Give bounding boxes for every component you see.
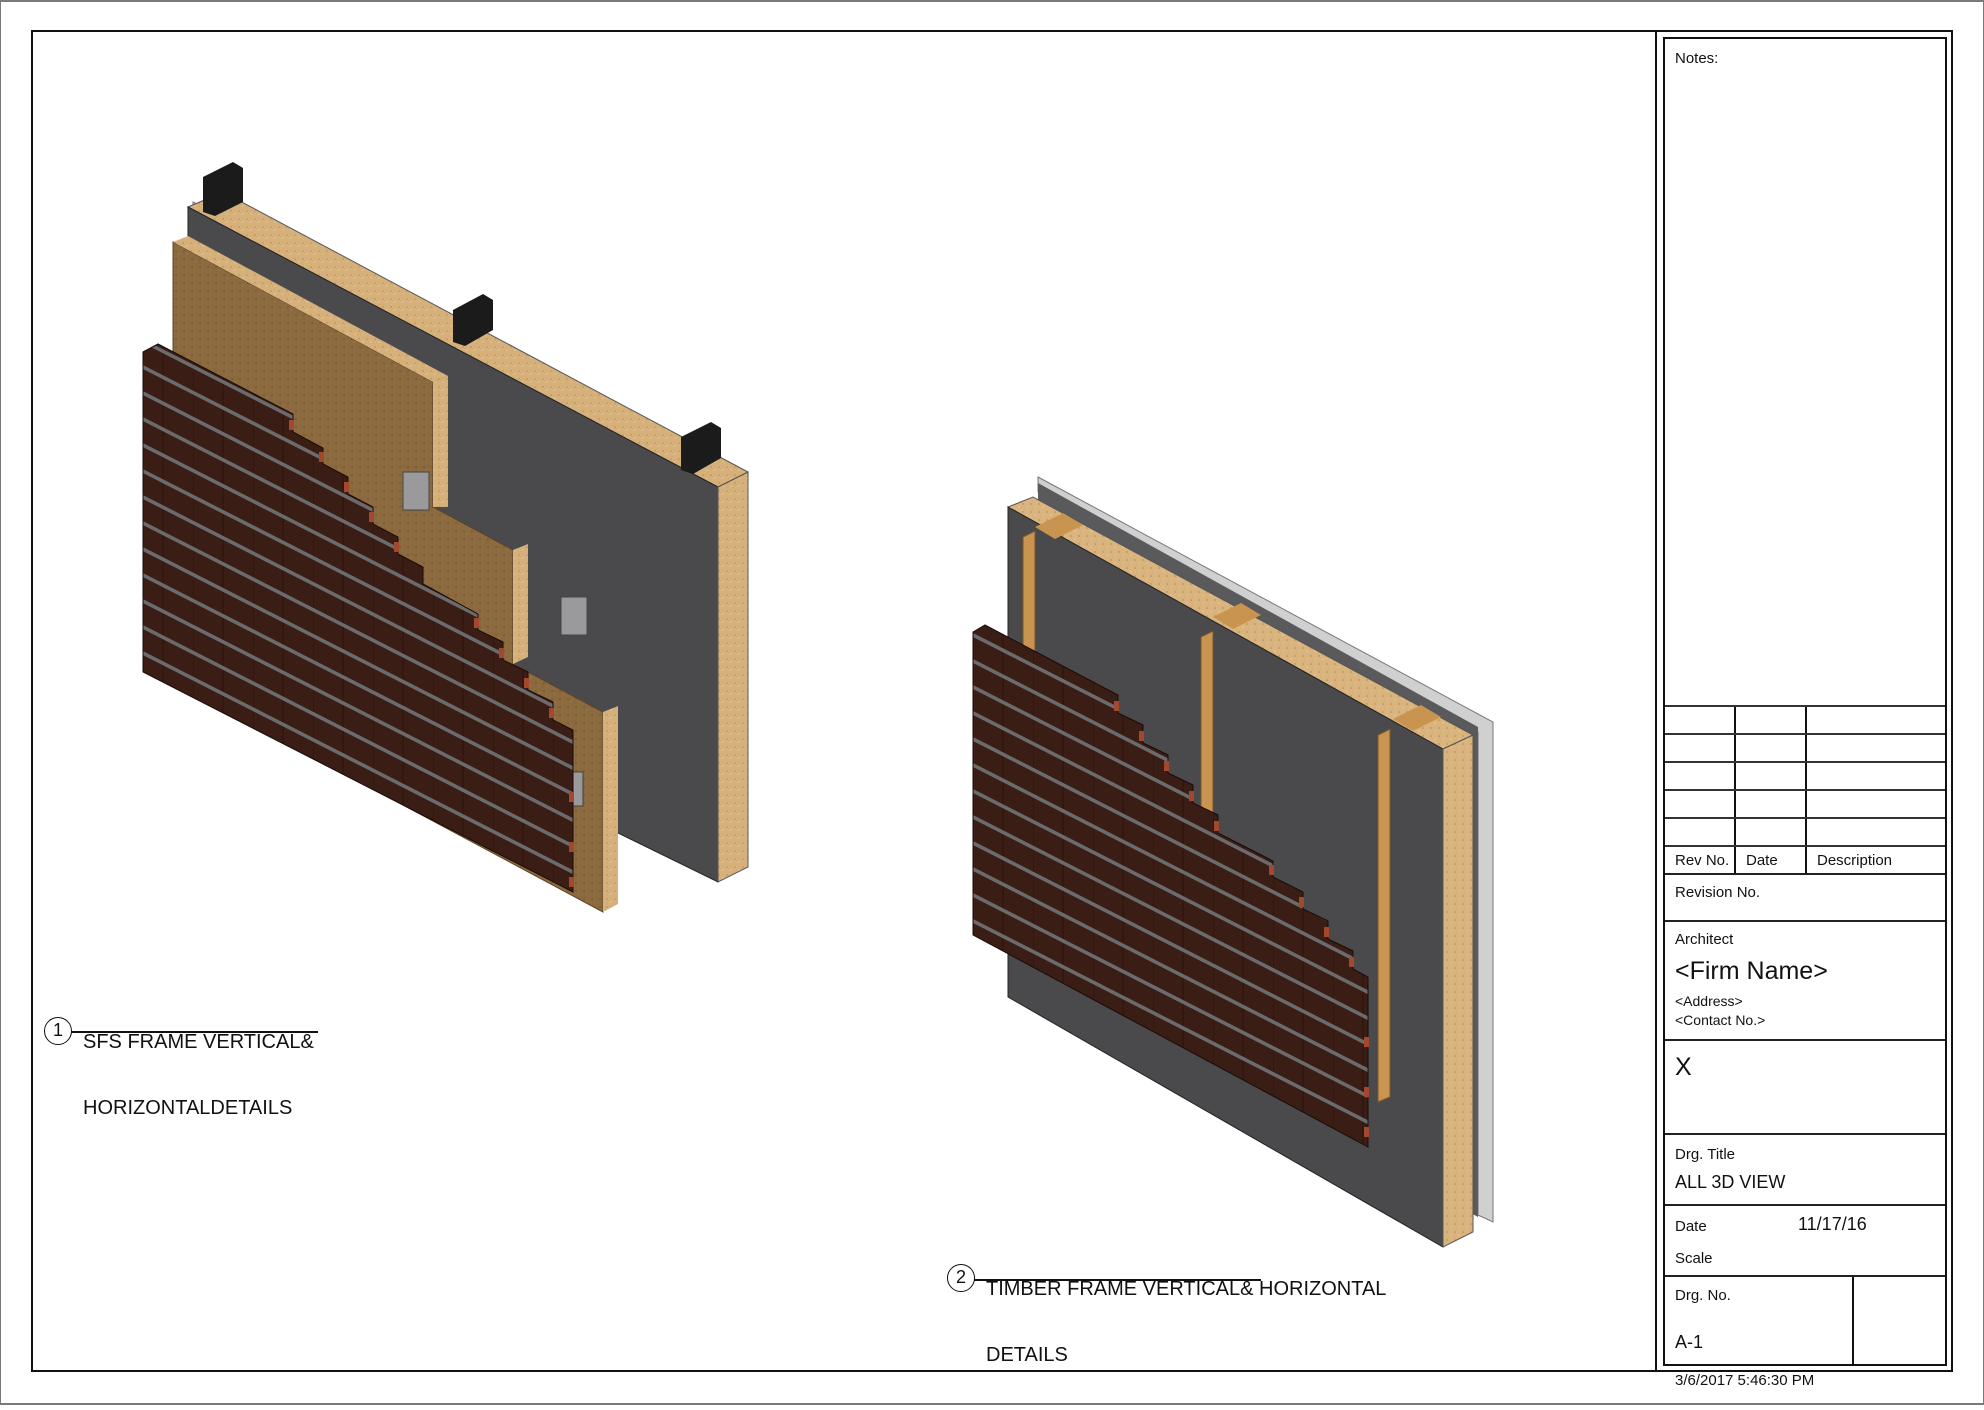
revision-row (1665, 761, 1945, 789)
view-2-title-line1: TIMBER FRAME VERTICAL& HORIZONTAL (986, 1278, 1387, 1300)
rev-no-cell (1665, 763, 1736, 789)
rev-date-cell (1736, 819, 1807, 845)
revision-row (1665, 817, 1945, 845)
view-2-underline (974, 1279, 1261, 1281)
revision-row (1665, 789, 1945, 817)
date-scale-section: Date 11/17/16 Scale (1665, 1206, 1945, 1277)
drawing-number-value: A-1 (1675, 1332, 1704, 1352)
rev-desc-cell (1807, 707, 1945, 733)
revision-row (1665, 733, 1945, 761)
project-section: X (1665, 1041, 1945, 1135)
drawing-number-section: Drg. No. A-1 (1665, 1277, 1945, 1364)
view-1-title-line2: HORIZONTALDETAILS (83, 1097, 293, 1119)
print-timestamp: 3/6/2017 5:46:30 PM (1675, 1372, 1815, 1389)
revision-row (1665, 705, 1945, 733)
revision-header-row: Rev No. Date Description (1665, 845, 1945, 875)
date-value: 11/17/16 (1798, 1214, 1867, 1234)
rev-date-cell (1736, 791, 1807, 817)
sfs-frame-3d-view[interactable] (133, 152, 833, 1072)
rev-date-header: Date (1736, 847, 1807, 875)
firm-name: <Firm Name> (1675, 957, 1828, 985)
timber-frame-3d-view[interactable] (972, 476, 1573, 1257)
scale-label: Scale (1675, 1250, 1713, 1267)
notes-section: Notes: (1665, 39, 1945, 705)
rev-date-cell (1736, 707, 1807, 733)
drawing-title-label: Drg. Title (1675, 1146, 1736, 1163)
date-label: Date (1675, 1218, 1707, 1235)
rev-no-cell (1665, 707, 1736, 733)
revision-no-label: Revision No. (1675, 884, 1761, 901)
title-block: Notes: Rev No. Date (1663, 37, 1947, 1366)
rev-desc-cell (1807, 763, 1945, 789)
firm-address: <Address> (1675, 993, 1743, 1009)
rev-no-cell (1665, 791, 1736, 817)
view-2-number-bubble: 2 (947, 1264, 975, 1292)
view-1-number-bubble: 1 (44, 1017, 72, 1045)
architect-section: Architect <Firm Name> <Address> <Contact… (1665, 922, 1945, 1041)
drawing-frame (31, 30, 1953, 1372)
drawing-number-label: Drg. No. (1675, 1287, 1731, 1304)
rev-description-header: Description (1817, 852, 1893, 869)
view-1-title: SFS FRAME VERTICAL& HORIZONTALDETAILS (83, 987, 314, 1163)
drawing-number-divider (1852, 1277, 1854, 1364)
revision-no-section: Revision No. (1665, 873, 1945, 922)
title-block-divider (1655, 30, 1657, 1372)
revision-table: Rev No. Date Description (1665, 705, 1945, 875)
rev-date-cell (1736, 735, 1807, 761)
drawing-area: SFS FRAME VERTICAL& HORIZONTALDETAILS 1 … (33, 32, 1655, 1370)
view-2-title: TIMBER FRAME VERTICAL& HORIZONTAL DETAIL… (986, 1234, 1386, 1410)
rev-desc-cell (1807, 735, 1945, 761)
rev-no-cell (1665, 735, 1736, 761)
drawing-title-section: Drg. Title ALL 3D VIEW (1665, 1135, 1945, 1206)
rev-desc-cell (1807, 819, 1945, 845)
view-2-title-line2: DETAILS (986, 1344, 1068, 1366)
firm-contact: <Contact No.> (1675, 1012, 1766, 1028)
architect-label: Architect (1675, 931, 1734, 948)
view-1-title-line1: SFS FRAME VERTICAL& (83, 1031, 314, 1053)
project-name: X (1675, 1053, 1692, 1081)
view-1-underline (71, 1031, 318, 1033)
rev-date-cell (1736, 763, 1807, 789)
notes-label: Notes: (1675, 50, 1719, 67)
rev-no-cell (1665, 819, 1736, 845)
rev-desc-cell (1807, 791, 1945, 817)
drawing-title-value: ALL 3D VIEW (1675, 1172, 1786, 1192)
rev-no-header: Rev No. (1665, 847, 1736, 875)
